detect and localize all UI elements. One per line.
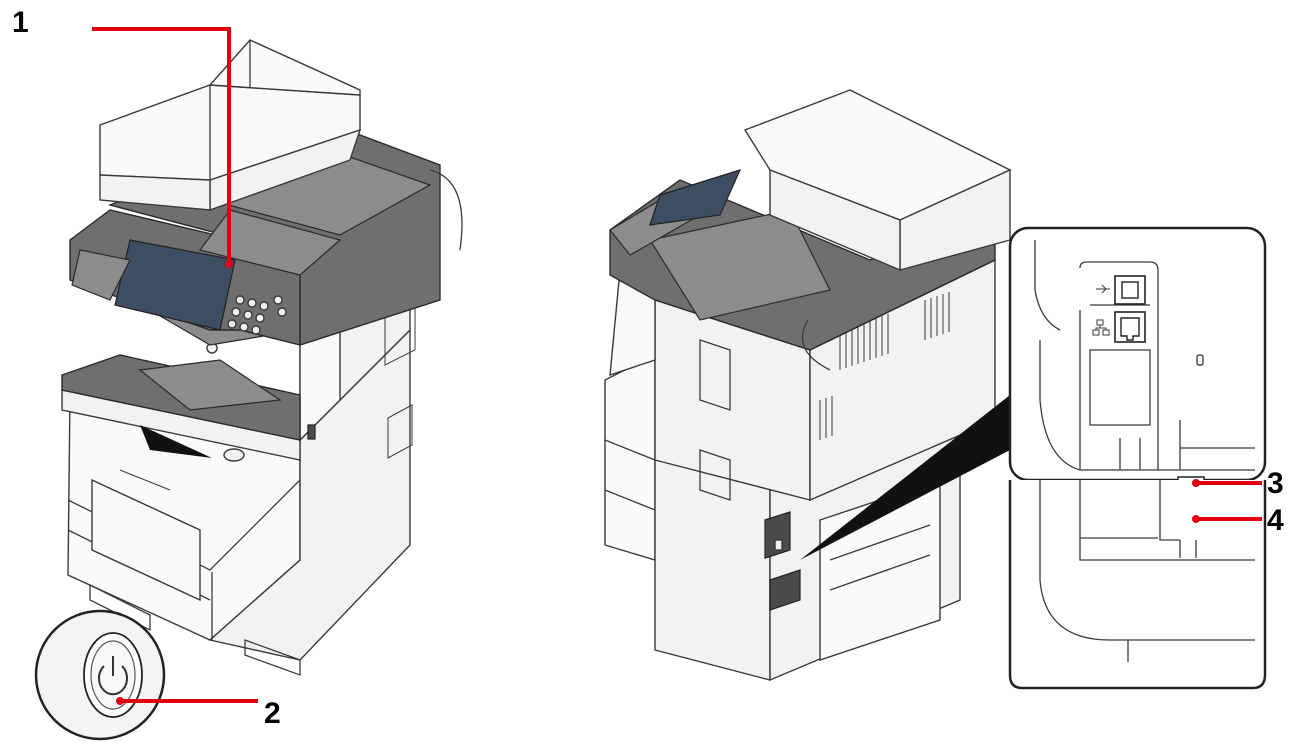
zoom-wedge bbox=[800, 395, 1010, 560]
callout-label-3: 3 bbox=[1267, 467, 1284, 500]
callout-3: 3 bbox=[1192, 467, 1284, 500]
interface-detail-panel bbox=[1008, 226, 1267, 690]
callout-1: 1 bbox=[12, 6, 233, 268]
callout-label-2: 2 bbox=[264, 697, 281, 730]
power-icon bbox=[98, 656, 128, 696]
printer-rear-view bbox=[604, 89, 1012, 682]
rear-vents bbox=[819, 292, 950, 440]
network-icon bbox=[1092, 319, 1110, 336]
callout-label-1: 1 bbox=[12, 6, 29, 39]
callout-label-4: 4 bbox=[1267, 504, 1284, 537]
power-switch-zoom bbox=[34, 425, 212, 741]
callout-2: 2 bbox=[116, 697, 281, 730]
keypad bbox=[227, 295, 287, 335]
printer-front-view bbox=[61, 39, 463, 676]
usb-icon bbox=[1096, 284, 1110, 294]
callout-4: 4 bbox=[1192, 504, 1284, 537]
